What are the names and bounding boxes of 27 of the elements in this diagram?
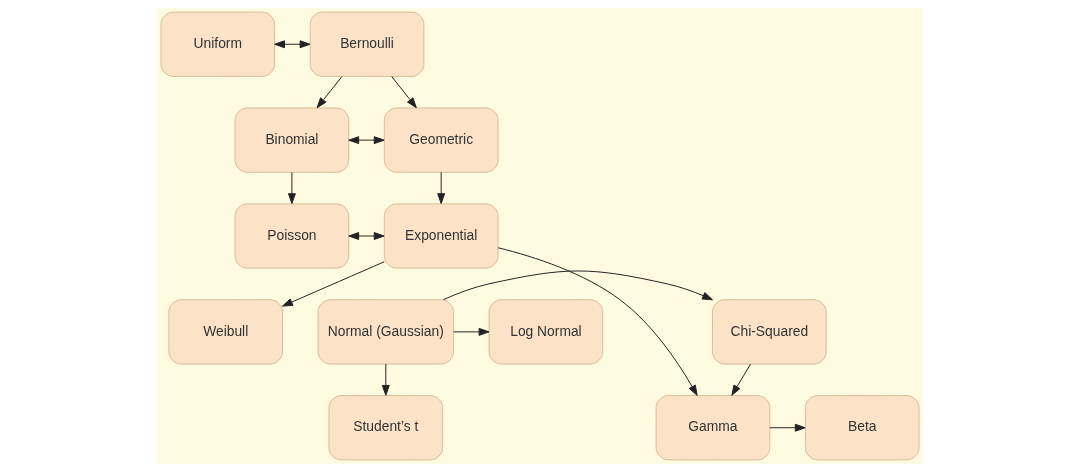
node-box: Log Normal [488,299,604,365]
node-box: Geometric [383,107,499,173]
node-box: Weibull [168,299,284,365]
node-box: Chi-Squared [711,299,827,365]
arrow [348,136,385,145]
node-box: Student’s t [328,395,444,461]
arrow [769,423,806,432]
arrow [287,171,296,205]
node-box: Normal (Gaussian) [317,299,454,365]
node-box: Beta [804,395,920,461]
arrow [731,363,752,396]
arrow [443,270,713,301]
arrow [391,76,417,109]
node-box: Gamma [655,395,771,461]
arrow [274,40,311,49]
node-box: Uniform [160,11,276,77]
arrow [453,327,490,336]
arrow [348,232,385,240]
node-box: Exponential [383,203,499,269]
node-box: Poisson [234,203,350,269]
node-box: Bernoulli [309,11,425,77]
node-box: Binomial [234,107,350,173]
arrow [381,363,390,396]
arrow [497,247,698,396]
arrow [282,261,385,307]
arrow [437,171,446,205]
arrow [316,76,343,109]
